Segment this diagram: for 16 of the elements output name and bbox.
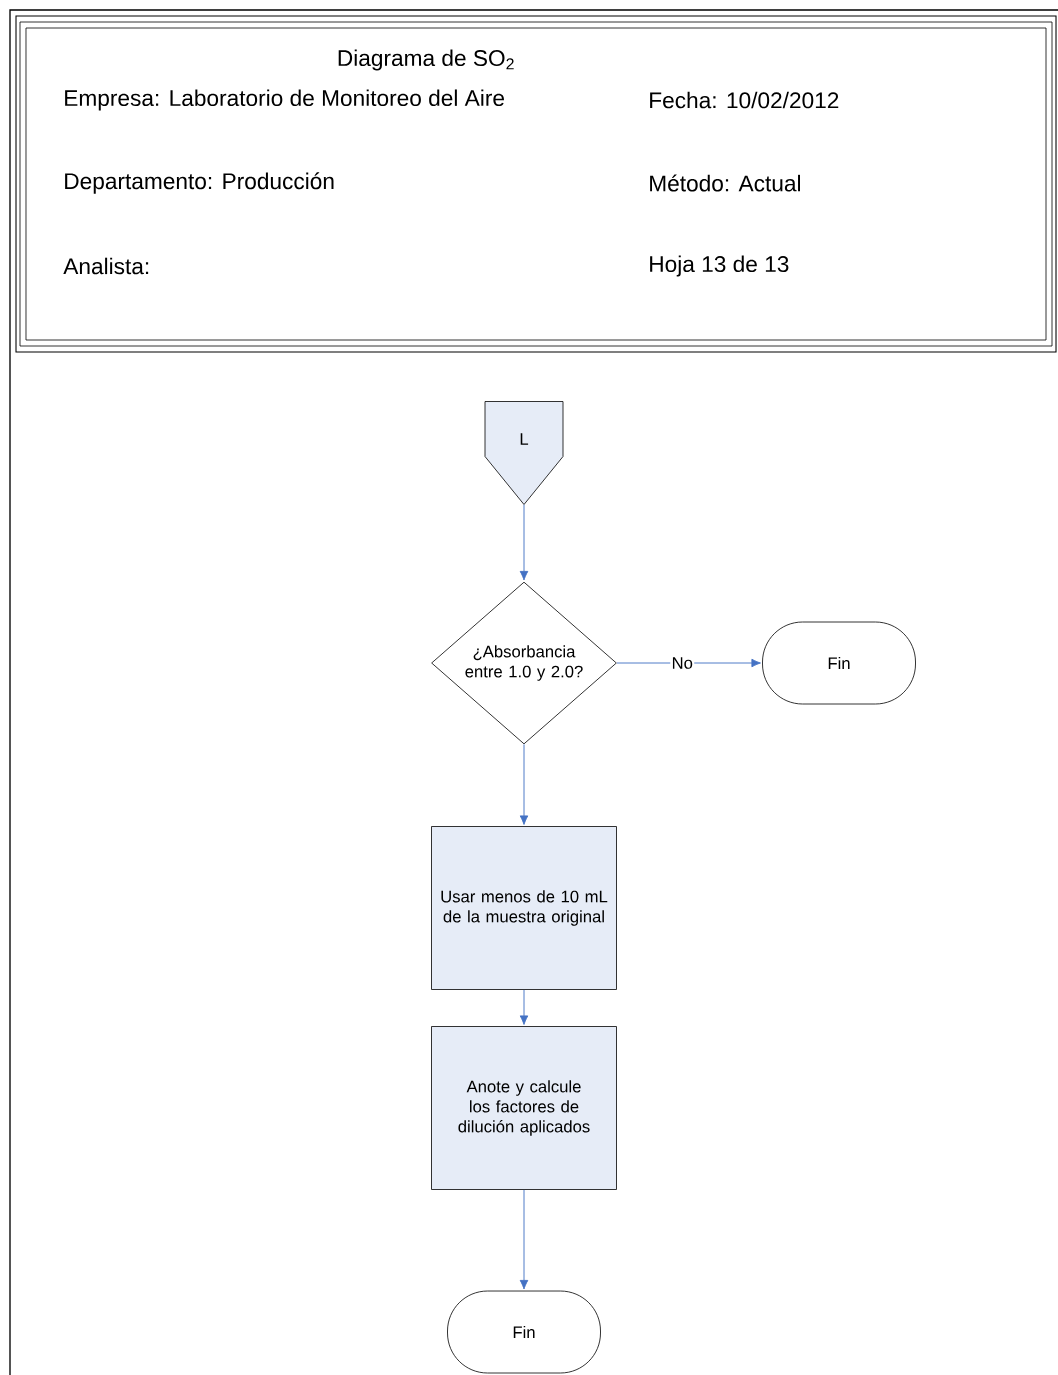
- off-page-connector: L: [484, 401, 564, 505]
- process-box: Usar menos de 10 mL de la muestra original: [431, 826, 617, 990]
- arrow: [616, 658, 761, 668]
- process-box: Anote y calcule los factores de dilución aplicados: [431, 1026, 617, 1190]
- header-text: Método: Actual: [650, 174, 800, 192]
- header-text: Analista:: [63, 257, 149, 275]
- arrow: [519, 1189, 529, 1290]
- header-text: Diagrama de SO$_{2}$: [338, 49, 514, 71]
- header-text: Empresa: Laboratorio de Monitoreo del Aire: [65, 89, 504, 111]
- header-text: Departamento: Producción: [65, 172, 334, 194]
- edge-label: No: [672, 657, 693, 669]
- header-text: Hoja 13 de 13: [650, 255, 789, 277]
- arrow: [519, 989, 529, 1025]
- arrow: [519, 504, 529, 581]
- arrow: [519, 743, 529, 825]
- header-text: Fecha: 10/02/2012: [650, 91, 839, 109]
